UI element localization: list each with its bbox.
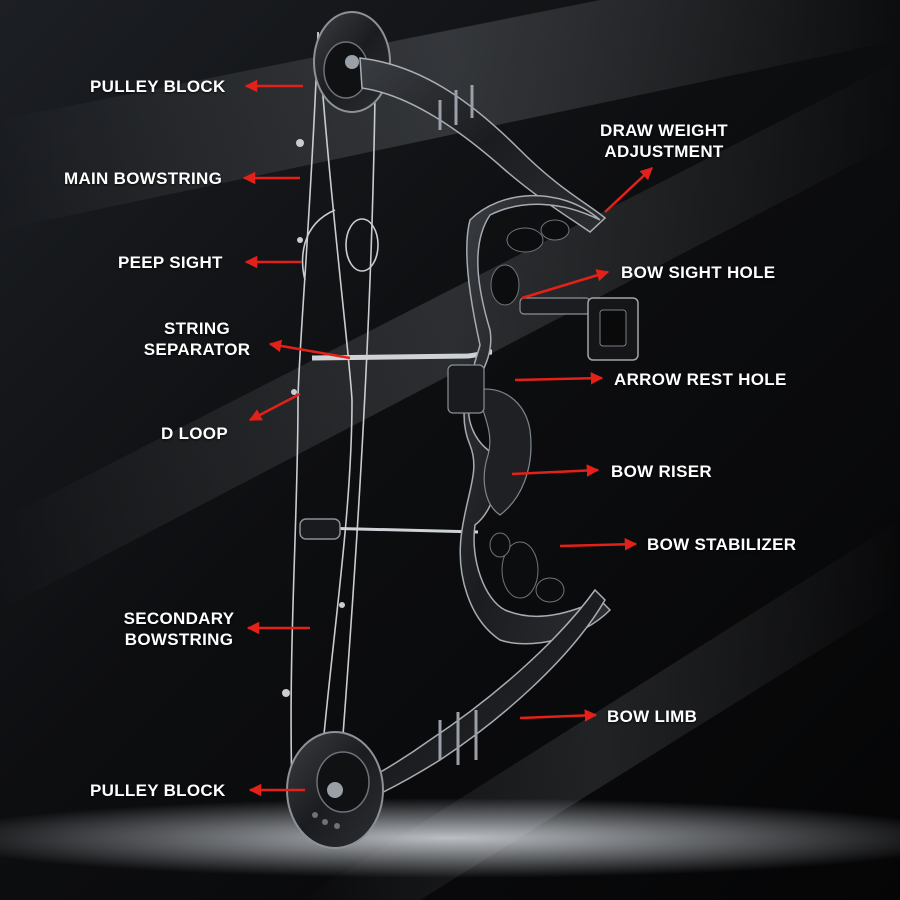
main-bowstring <box>290 31 319 791</box>
callout-arrows <box>242 79 653 797</box>
riser-cutouts <box>489 219 570 603</box>
arrow-string-separator <box>268 339 351 360</box>
bottom-pulley <box>286 731 384 849</box>
cable <box>337 94 376 801</box>
label-d-loop: D LOOP <box>161 424 228 443</box>
stabilizer-weight <box>299 518 341 540</box>
label-secondary-bowstring: SECONDARY BOWSTRING <box>120 608 238 650</box>
label-pulley-block-bottom: PULLEY BLOCK <box>90 781 226 800</box>
bow-sight <box>519 297 639 361</box>
label-bow-riser: BOW RISER <box>611 462 712 481</box>
label-bow-stabilizer: BOW STABILIZER <box>647 535 797 554</box>
arrow-rest <box>447 364 485 414</box>
arrow-bow-riser <box>511 464 600 477</box>
label-draw-weight-line2: ADJUSTMENT <box>604 142 724 161</box>
top-bow-limb <box>359 57 607 233</box>
limb-bolts-top <box>438 85 474 130</box>
label-arrow-rest-hole: ARROW REST HOLE <box>614 370 787 389</box>
floor-reflection <box>0 798 900 878</box>
arrow-bow-stabilizer <box>559 538 638 551</box>
label-bow-sight-hole: BOW SIGHT HOLE <box>621 263 776 282</box>
secondary-bowstring <box>317 31 353 801</box>
label-peep-sight: PEEP SIGHT <box>118 253 223 272</box>
label-secondary-bowstring-line2: BOWSTRING <box>124 630 234 649</box>
arrow-d-loop <box>248 392 301 422</box>
bowstrings <box>290 31 379 801</box>
arrow-arrow-rest-hole <box>514 372 604 385</box>
stabilizer-rod <box>319 526 479 534</box>
label-main-bowstring: MAIN BOWSTRING <box>64 169 223 188</box>
label-draw-weight-adjustment: DRAW WEIGHT ADJUSTMENT <box>593 120 735 162</box>
light-streak <box>0 60 900 610</box>
label-draw-weight-line1: DRAW WEIGHT <box>600 121 728 140</box>
arrow-draw-weight <box>604 167 653 213</box>
label-pulley-block-top: PULLEY BLOCK <box>90 77 226 96</box>
label-string-separator: STRING SEPARATOR <box>140 318 254 360</box>
string-nodes <box>282 139 345 697</box>
label-string-separator-line1: STRING <box>163 319 231 338</box>
arrow-bow-sight-hole <box>521 269 610 300</box>
bow-grip <box>477 388 532 516</box>
peep-sight <box>345 218 379 272</box>
label-string-separator-line2: SEPARATOR <box>143 340 251 359</box>
label-bow-limb: BOW LIMB <box>607 707 698 726</box>
limb-bolts-bottom <box>438 710 478 765</box>
arrow-bow-limb <box>519 709 598 722</box>
peep-loop <box>301 209 336 281</box>
label-secondary-bowstring-line1: SECONDARY <box>123 609 235 628</box>
